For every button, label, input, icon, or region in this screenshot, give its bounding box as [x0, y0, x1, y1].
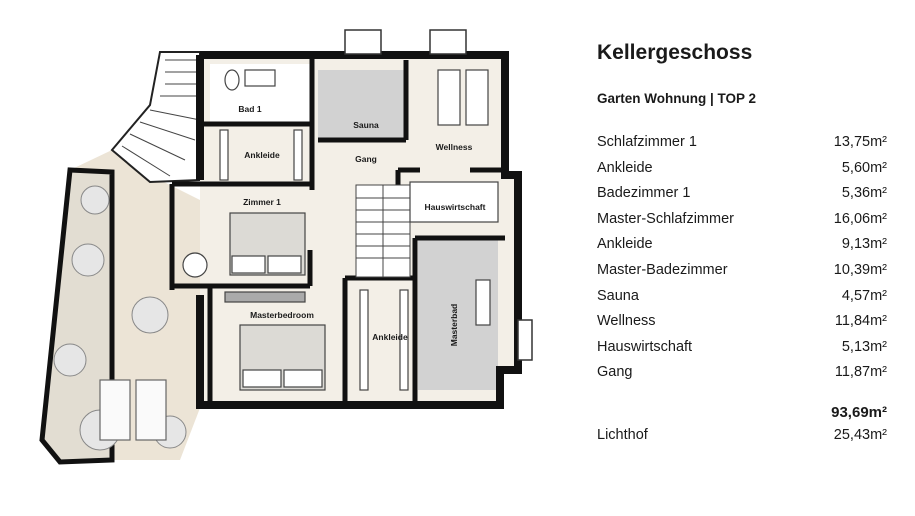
total-area-value: 93,69m²: [831, 403, 887, 421]
label-masterbedroom: Masterbedroom: [250, 310, 314, 320]
room-area-row: Gang 11,87m²: [597, 360, 887, 386]
room-name: Master-Badezimmer: [597, 261, 728, 278]
room-area: 13,75m²: [833, 134, 887, 150]
room-name: Sauna: [597, 287, 639, 304]
room-area-row: Hauswirtschaft 5,13m²: [597, 335, 887, 361]
interior-walls: [169, 55, 505, 405]
room-area-row: Schlafzimmer 1 13,75m²: [597, 130, 887, 156]
room-name: Ankleide: [597, 159, 653, 176]
room-area: 9,13m²: [841, 236, 887, 253]
lichthof-area: 25,43m²: [833, 426, 887, 443]
room-area: 5,13m²: [841, 338, 887, 355]
label-gang: Gang: [355, 154, 377, 164]
label-masterbad: Masterbad: [449, 304, 459, 347]
sauna-floor: [318, 70, 406, 138]
label-sauna: Sauna: [353, 120, 379, 130]
room-name: Badezimmer 1: [597, 185, 691, 202]
lichthof-row: Lichthof 25,43m²: [597, 424, 887, 446]
label-hauswirtschaft: Hauswirtschaft: [425, 202, 486, 212]
stair-steps-outdoor: [121, 59, 201, 177]
room-area: 5,36m²: [841, 185, 887, 202]
label-ankleide2: Ankleide: [372, 332, 408, 342]
room-area-row: Ankleide 9,13m²: [597, 232, 887, 258]
page-title: Kellergeschoss: [597, 41, 753, 64]
room-area: 5,60m²: [841, 159, 887, 176]
total-area: 93,69m²: [597, 402, 887, 424]
label-wellness: Wellness: [436, 142, 473, 152]
room-area: 16,06m²: [833, 210, 887, 227]
room-area-row: Master-Schlafzimmer 16,06m²: [597, 207, 887, 233]
label-zimmer1: Zimmer 1: [243, 197, 281, 207]
room-name: Ankleide: [597, 236, 653, 253]
room-name: Wellness: [597, 313, 656, 330]
room-area-list: Schlafzimmer 1 13,75m² Ankleide 5,60m² Badez…: [597, 130, 887, 386]
sun-loungers: [99, 379, 167, 441]
label-ankleide1: Ankleide: [244, 150, 280, 160]
room-name: Master-Schlafzimmer: [597, 210, 734, 227]
interior-stairs: [355, 184, 411, 278]
floor-plan: Bad 1 Ankleide Zimmer 1 Sauna Gang Welln…: [39, 29, 533, 465]
room-area: 4,57m²: [841, 287, 887, 304]
room-area-row: Master-Badezimmer 10,39m²: [597, 258, 887, 284]
unit-subtitle: Garten Wohnung | TOP 2: [597, 91, 757, 106]
room-area-row: Ankleide 5,60m²: [597, 156, 887, 182]
room-area-row: Wellness 11,84m²: [597, 309, 887, 335]
room-area-row: Sauna 4,57m²: [597, 284, 887, 310]
lichthof-label: Lichthof: [597, 426, 648, 443]
room-name: Hauswirtschaft: [597, 338, 693, 355]
walls: [196, 51, 522, 409]
window-bays: [344, 29, 533, 361]
label-bad1: Bad 1: [238, 104, 261, 114]
room-area: 10,39m²: [833, 261, 887, 278]
room-area-row: Badezimmer 1 5,36m²: [597, 181, 887, 207]
room-area: 11,87m²: [834, 364, 887, 381]
room-name: Schlafzimmer 1: [597, 134, 697, 150]
terrace-planter-strip: [39, 167, 115, 465]
room-name: Gang: [597, 364, 633, 381]
room-area: 11,84m²: [834, 313, 887, 330]
furniture: [182, 69, 499, 391]
area-panel: Kellergeschoss Garten Wohnung | TOP 2 Sc…: [597, 36, 887, 446]
